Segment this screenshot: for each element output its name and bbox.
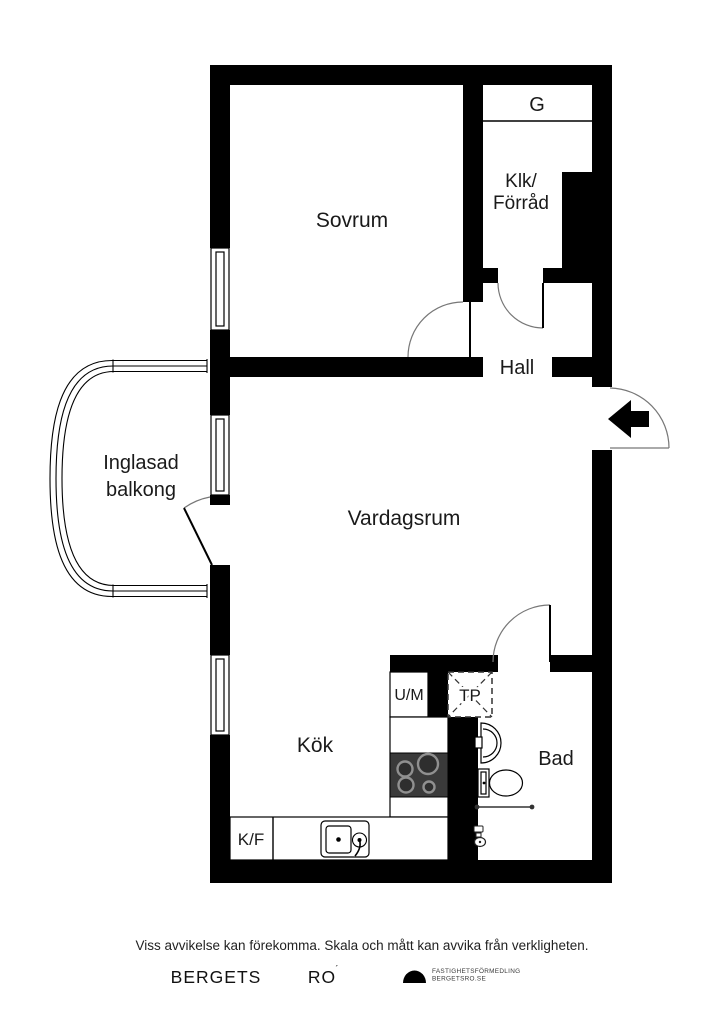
wall-bottom [210,860,612,883]
wall-left-sovrum [210,65,230,248]
sovrum-door-arc [407,301,464,358]
wall-shaft [562,172,594,268]
brand-word-ro: RO [308,967,336,987]
label-kf: K/F [238,830,264,849]
window-sovrum [210,247,230,331]
wall-left-lower [210,735,230,883]
agency-line1: FASTIGHETSFÖRMEDLING [432,967,520,975]
wall-sovrum-bottom [210,357,483,377]
entrance-door-arc [609,387,670,449]
kitchen-fixtures [229,671,493,861]
dishwasher-um-box [389,671,429,718]
wall-right-upper [592,65,612,387]
agency-dome-logo-icon [403,970,426,983]
disclaimer-text: Viss avvikelse kan förekomma. Skala och … [136,938,589,953]
balkong-door-arc [183,496,211,509]
wall-bad-top-right [550,655,592,672]
wall-sovrum-right [463,85,483,302]
shower-rail-icon [474,804,535,810]
klk-door-arc [497,282,544,329]
sink-icon [320,820,370,858]
label-klk-line2: Förråd [493,193,549,214]
label-bad: Bad [538,748,574,770]
label-kok: Kök [297,734,334,757]
footer: Viss avvikelse kan förekomma. Skala och … [136,938,589,987]
doors [183,282,670,663]
walls [210,65,612,883]
balkong-door-leaf [183,507,213,566]
label-garderob: G [529,94,545,116]
label-balkong-line2: balkong [106,479,176,501]
wall-kok-bad [448,717,478,860]
bad-door-arc [492,604,551,663]
wall-um-tp-divider [428,655,448,717]
wall-left-mid2 [210,565,230,655]
label-sovrum: Sovrum [316,209,388,232]
wall-left-nub [210,495,230,505]
room-labels: Sovrum G Klk/ Förråd Hall Vardagsrum Ing… [103,94,574,849]
washer-tp-box [447,671,493,718]
bathroom-fixtures [473,722,535,848]
windows [210,247,230,736]
label-um: U/M [394,687,423,704]
label-balkong-line1: Inglasad [103,452,179,474]
label-hall: Hall [500,357,534,379]
wall-top [210,65,612,85]
balcony-glazing [49,359,208,598]
agency-line2: BERGETSRO.SE [432,976,486,983]
wall-klk-bottom-right [543,268,592,283]
label-vardagsrum: Vardagsrum [348,507,461,530]
washbasin-icon [474,722,502,764]
label-tp: TP [459,686,481,705]
wall-hall-right-stub [552,357,592,377]
wall-right-lower [592,450,612,883]
stove-icon [389,752,449,798]
brand-accent-mark: ´ [336,964,339,974]
entrance-arrow-icon [608,400,649,438]
window-kok [210,654,230,736]
toilet-icon [477,768,524,798]
label-klk-line1: Klk/ [505,171,537,192]
floor-drain-icon [473,825,487,848]
wall-klk-bottom-left [483,268,498,283]
brand-word-bergets: BERGETS [171,967,262,987]
window-vardagsrum [210,414,230,496]
